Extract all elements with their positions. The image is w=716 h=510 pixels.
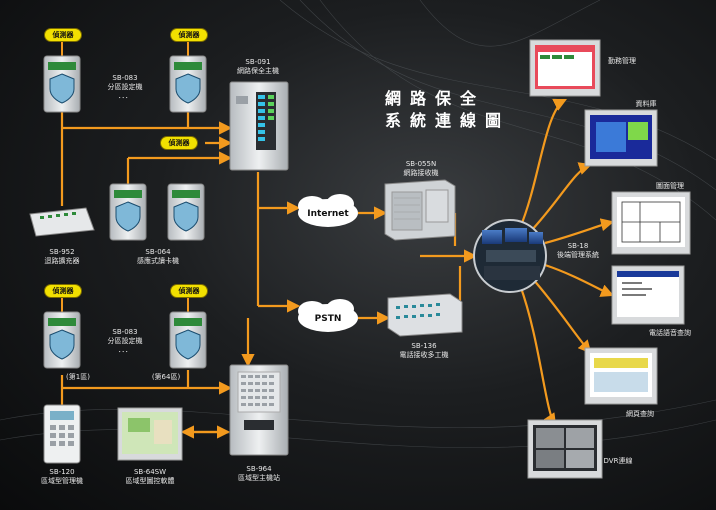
label-duty-management: 勤務管理 [608,57,636,65]
loop-expander-device [29,207,95,237]
sensor-tag-top-left: 偵測器 [44,28,82,42]
graphic-control-software-screen [117,407,183,461]
pstn-cloud [298,299,358,332]
sensor-unit-top-left [43,55,81,113]
label-floor-plan: 圖面管理 [656,182,684,190]
sensor-stems [61,40,189,312]
sensor-unit-bottom-left [43,311,81,369]
label-web-query: 網頁查詢 [626,410,654,418]
diagram-title: 網路保全 系統連線圖 [385,88,510,132]
title-line-1: 網路保全 [385,89,486,108]
card-reader-right [167,183,205,241]
regional-host-station [229,364,289,456]
monitor-floor-plan [611,191,691,255]
control-room-image [473,219,547,293]
sensor-tag-top-right: 偵測器 [170,28,208,42]
output-arrows [518,99,615,427]
network-main-host [229,81,289,171]
sensor-unit-top-right [169,55,207,113]
card-reader-left [109,183,147,241]
title-line-2: 系統連線圖 [385,111,511,130]
monitor-dvr [527,419,603,479]
label-zone-first: (第1區) [66,373,90,381]
label-zone-last: (第64區) [151,373,181,381]
sensor-unit-bottom-right [169,311,207,369]
zone-manager-keypad [43,404,81,464]
monitor-duty-management [529,39,601,97]
internet-cloud-text: Internet [307,209,349,219]
telephone-receiver-rack [387,293,463,337]
sensor-tag-bottom-right: 偵測器 [170,284,208,298]
label-database: 資料庫 [635,100,657,108]
sensor-tag-middle: 偵測器 [160,136,198,150]
sensor-tag-bottom-left: 偵測器 [44,284,82,298]
pstn-cloud-text: PSTN [315,314,342,324]
monitor-database [584,109,658,167]
monitor-phone-voice-query [611,265,685,325]
monitor-web-query [584,347,658,405]
internet-cloud [298,194,358,227]
label-phone-voice-query: 電話語音查詢 [649,329,691,337]
network-receiver-rack [384,179,456,241]
label-dvr-link: DVR連線 [603,457,633,465]
